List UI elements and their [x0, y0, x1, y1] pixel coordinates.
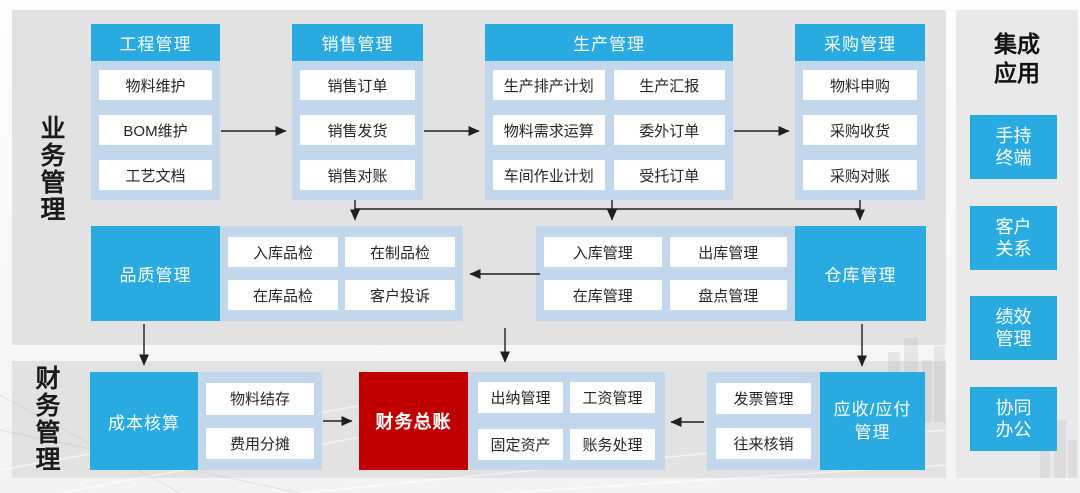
item-stocktaking-management: 盘点管理: [669, 280, 787, 310]
general-ledger-block: 财务总账: [359, 372, 468, 470]
warehouse-management-block: 仓库管理: [795, 226, 926, 321]
item-production-report: 生产汇报: [613, 70, 725, 100]
cost-items-group: 物料结存 费用分摊: [198, 372, 322, 470]
item-material-balance: 物料结存: [206, 383, 314, 415]
item-sales-delivery: 销售发货: [300, 115, 415, 145]
item-fixed-assets: 固定资产: [478, 429, 563, 460]
item-mrp-calculation: 物料需求运算: [493, 115, 605, 145]
item-workshop-job-plan: 车间作业计划: [493, 160, 605, 190]
ar-ap-management-block: 应收/应付 管理: [820, 372, 925, 470]
item-sales-order: 销售订单: [300, 70, 415, 100]
item-in-process-inspection: 在制品检: [345, 237, 455, 267]
group-procurement-header: 采购管理: [795, 24, 925, 61]
item-incoming-inspection: 入库品检: [228, 237, 338, 267]
item-material-requisition: 物料申购: [803, 70, 917, 100]
integration-item-handheld-terminal: 手持 终端: [970, 115, 1057, 179]
item-invoice-management: 发票管理: [716, 383, 811, 414]
item-stock-management: 在库管理: [544, 280, 662, 310]
quality-management-block: 品质管理: [91, 226, 220, 321]
group-sales: 销售管理 销售订单 销售发货 销售对账: [292, 24, 423, 200]
item-customer-complaint: 客户投诉: [345, 280, 455, 310]
quality-items-group: 入库品检 在制品检 在库品检 客户投诉: [220, 226, 463, 321]
item-consignment-order: 受托订单: [613, 160, 725, 190]
item-outsourcing-order: 委外订单: [613, 115, 725, 145]
warehouse-items-group: 入库管理 出库管理 在库管理 盘点管理: [536, 226, 795, 321]
finance-management-label: 财 务 管 理: [35, 365, 61, 474]
integration-item-performance-management: 绩效 管理: [970, 296, 1057, 360]
item-sales-reconciliation: 销售对账: [300, 160, 415, 190]
ledger-items-group: 出纳管理 工资管理 固定资产 账务处理: [468, 372, 665, 470]
item-accounting-processing: 账务处理: [570, 429, 655, 460]
integration-item-customer-relations: 客户 关系: [970, 206, 1057, 270]
group-sales-header: 销售管理: [292, 24, 423, 61]
item-account-verification: 往来核销: [716, 428, 811, 459]
item-purchase-reconciliation: 采购对账: [803, 160, 917, 190]
item-process-documents: 工艺文档: [99, 160, 212, 190]
item-bom-maintenance: BOM维护: [99, 115, 212, 145]
item-production-scheduling: 生产排产计划: [493, 70, 605, 100]
group-production-header: 生产管理: [485, 24, 733, 61]
group-procurement: 采购管理 物料申购 采购收货 采购对账: [795, 24, 925, 200]
group-engineering-header: 工程管理: [91, 24, 220, 61]
item-outbound-management: 出库管理: [669, 237, 787, 267]
cost-accounting-block: 成本核算: [90, 372, 198, 470]
item-material-maintenance: 物料维护: [99, 70, 212, 100]
item-expense-allocation: 费用分摊: [206, 427, 314, 459]
item-payroll-management: 工资管理: [570, 382, 655, 413]
integration-title: 集成 应用: [994, 31, 1040, 86]
business-management-label: 业 务 管 理: [40, 115, 66, 224]
item-cashier-management: 出纳管理: [478, 382, 563, 413]
group-engineering: 工程管理 物料维护 BOM维护 工艺文档: [91, 24, 220, 200]
item-purchase-receipt: 采购收货: [803, 115, 917, 145]
integration-item-collaborative-office: 协同 办公: [970, 387, 1057, 451]
item-in-stock-inspection: 在库品检: [228, 280, 338, 310]
group-production: 生产管理 生产排产计划 生产汇报 物料需求运算 委外订单 车间作业计划 受托订单: [485, 24, 733, 200]
item-inbound-management: 入库管理: [544, 237, 662, 267]
invoice-items-group: 发票管理 往来核销: [707, 372, 820, 470]
